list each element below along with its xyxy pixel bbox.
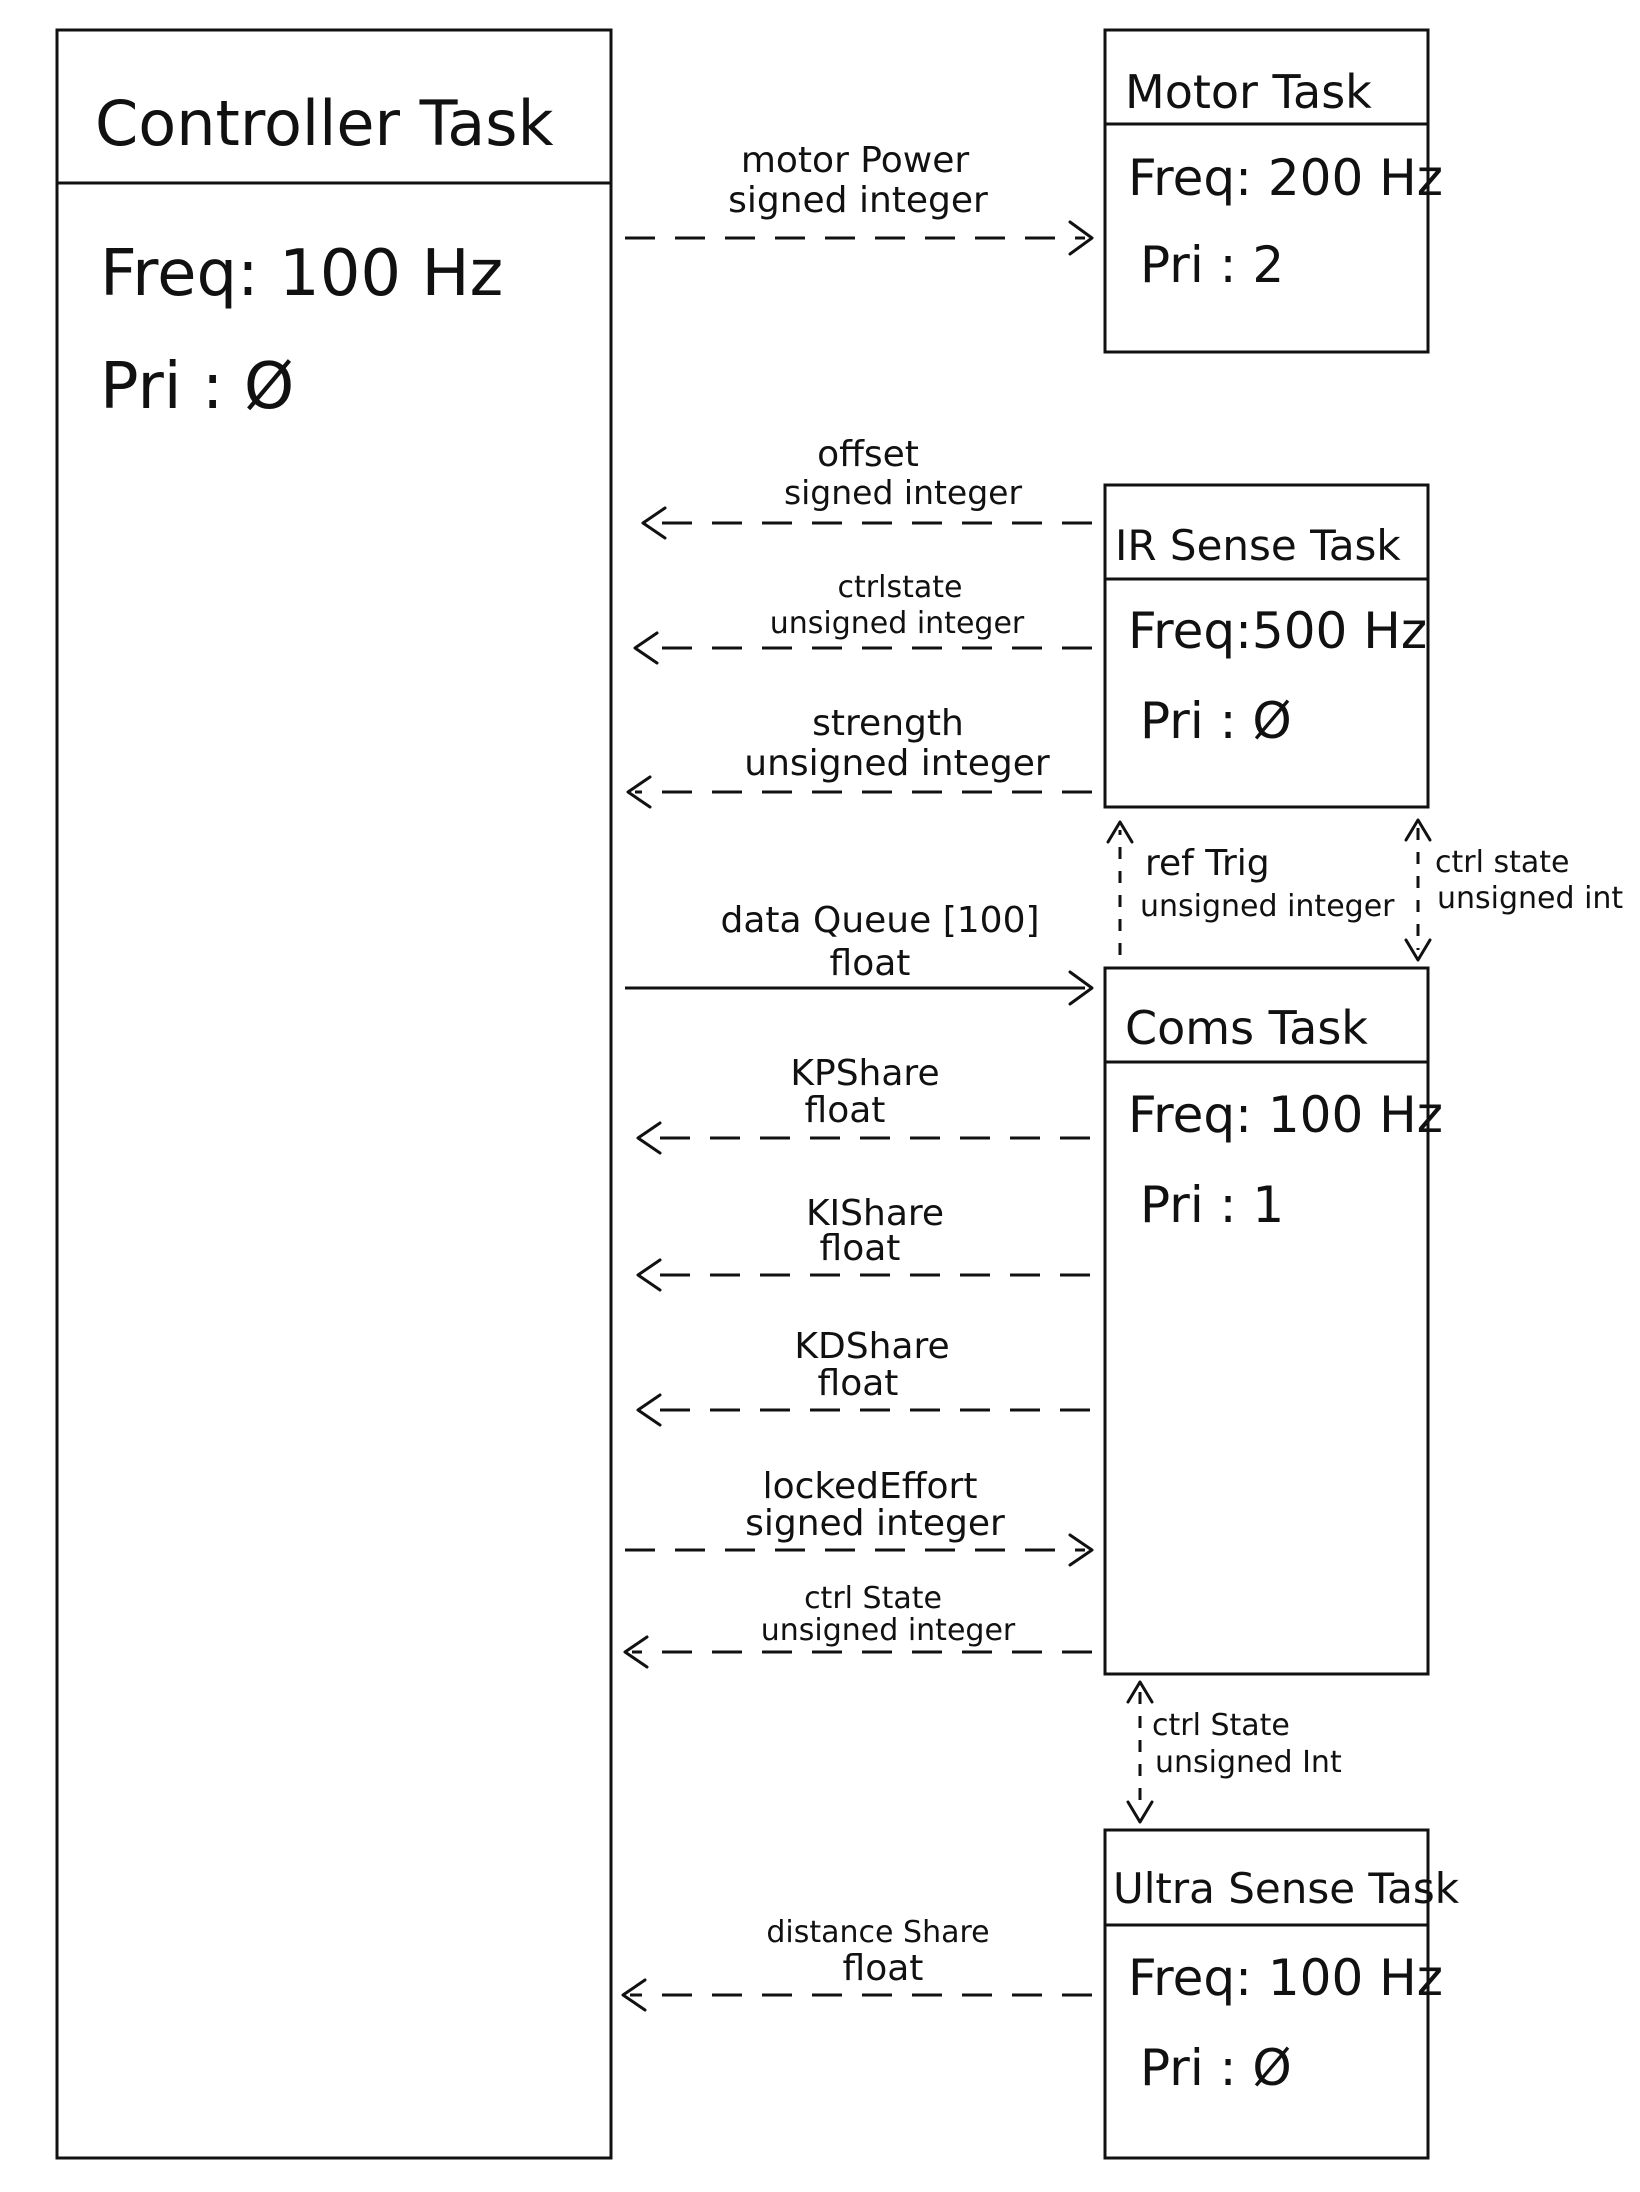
ctrl-state-coms-ultra-name: ctrl State	[1152, 1708, 1290, 1743]
ki-share-type: float	[820, 1228, 901, 1269]
motor-task-box: Motor Task Freq: 200 Hz Pri : 2	[1103, 28, 1443, 354]
motor-task-title: Motor Task	[1125, 65, 1372, 119]
strength-type: unsigned integer	[744, 743, 1050, 784]
arrow-ki-share: KIShare float	[636, 1193, 1090, 1292]
ultra-sense-task-title: Ultra Sense Task	[1113, 1864, 1460, 1913]
offset-name: offset	[817, 434, 919, 475]
ctrl-state-coms-type: unsigned integer	[761, 1613, 1016, 1648]
locked-effort-type: signed integer	[745, 1503, 1005, 1544]
distance-share-type: float	[843, 1948, 924, 1989]
controller-task-box: Controller Task Freq: 100 Hz Pri : Ø	[55, 28, 613, 2160]
arrow-ctrl-state-coms: ctrl State unsigned integer	[623, 1581, 1092, 1669]
arrow-ctrl-state-coms-ultra: ctrl State unsigned Int	[1126, 1680, 1342, 1824]
ctrl-state-coms-name: ctrl State	[804, 1581, 942, 1616]
controller-task-pri: Pri : Ø	[100, 350, 294, 424]
arrow-kp-share: KPShare float	[636, 1053, 1090, 1155]
ctrl-state-ir-coms-type: unsigned int	[1437, 881, 1623, 916]
ultra-sense-task-freq: Freq: 100 Hz	[1128, 1949, 1443, 2007]
ctrl-state-coms-ultra-type: unsigned Int	[1155, 1745, 1342, 1780]
arrow-ctrl-state-ir-coms: ctrl state unsigned int	[1404, 818, 1623, 962]
ir-sense-task-box: IR Sense Task Freq:500 Hz Pri : Ø	[1103, 483, 1430, 809]
kp-share-name: KPShare	[790, 1053, 939, 1094]
arrow-strength: strength unsigned integer	[626, 703, 1092, 809]
ultra-sense-task-box: Ultra Sense Task Freq: 100 Hz Pri : Ø	[1103, 1828, 1460, 2160]
ref-trig-name: ref Trig	[1145, 843, 1270, 884]
arrow-ctrl-state-ir: ctrlstate unsigned integer	[633, 570, 1092, 665]
arrow-distance-share: distance Share float	[621, 1915, 1092, 2012]
arrow-offset: offset signed integer	[641, 434, 1092, 540]
ir-sense-task-title: IR Sense Task	[1115, 521, 1401, 570]
strength-name: strength	[812, 703, 964, 744]
arrow-motor-power: motor Power signed integer	[625, 140, 1094, 256]
coms-task-box: Coms Task Freq: 100 Hz Pri : 1	[1103, 966, 1443, 1676]
arrow-kd-share: KDShare float	[636, 1326, 1090, 1427]
coms-task-pri: Pri : 1	[1140, 1176, 1284, 1234]
coms-task-freq: Freq: 100 Hz	[1128, 1086, 1443, 1144]
arrow-locked-effort: lockedEffort signed integer	[625, 1466, 1094, 1567]
motor-task-pri: Pri : 2	[1140, 236, 1284, 294]
ref-trig-type: unsigned integer	[1140, 889, 1395, 924]
kd-share-name: KDShare	[794, 1326, 949, 1367]
kp-share-type: float	[805, 1090, 886, 1131]
ki-share-name: KIShare	[806, 1193, 944, 1234]
motor-power-name: motor Power	[741, 140, 970, 181]
arrow-data-queue: data Queue [100] float	[625, 900, 1094, 1006]
ir-sense-task-pri: Pri : Ø	[1140, 692, 1292, 750]
data-queue-name: data Queue [100]	[720, 900, 1039, 941]
coms-task-title: Coms Task	[1125, 1001, 1368, 1055]
kd-share-type: float	[818, 1363, 899, 1404]
distance-share-name: distance Share	[766, 1915, 989, 1950]
ctrl-state-ir-coms-name: ctrl state	[1435, 845, 1569, 880]
data-queue-type: float	[830, 943, 911, 984]
controller-task-title: Controller Task	[95, 87, 554, 160]
motor-task-freq: Freq: 200 Hz	[1128, 149, 1443, 207]
motor-power-type: signed integer	[728, 180, 988, 221]
ultra-sense-task-pri: Pri : Ø	[1140, 2039, 1292, 2097]
offset-type: signed integer	[784, 473, 1023, 512]
ctrl-state-ir-name: ctrlstate	[838, 570, 963, 605]
ctrl-state-ir-type: unsigned integer	[770, 606, 1025, 641]
locked-effort-name: lockedEffort	[763, 1466, 978, 1507]
arrow-ref-trig: ref Trig unsigned integer	[1106, 820, 1395, 955]
controller-task-freq: Freq: 100 Hz	[100, 237, 503, 311]
ir-sense-task-freq: Freq:500 Hz	[1128, 602, 1427, 660]
